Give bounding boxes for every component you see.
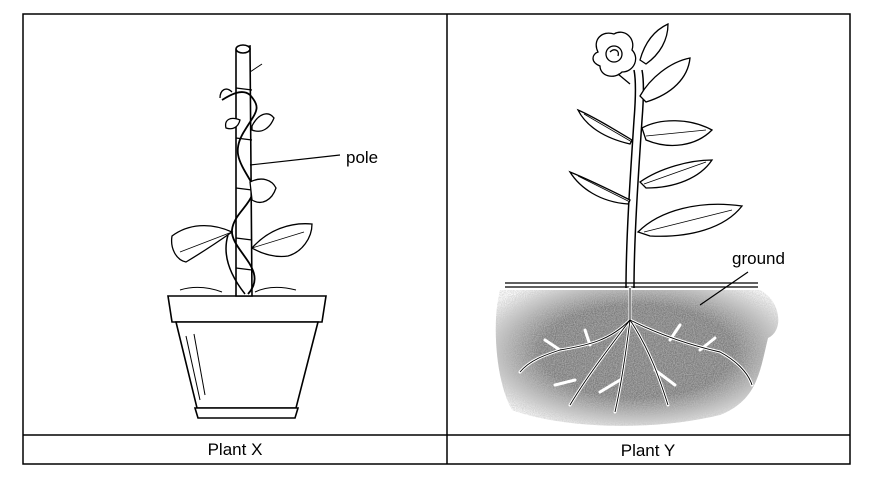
pole-label: pole xyxy=(346,148,378,167)
pole xyxy=(235,44,263,297)
ground-leader-line xyxy=(699,271,749,306)
plant-x-illustration: pole xyxy=(167,44,378,419)
flower xyxy=(592,31,637,85)
pole-leader-line xyxy=(249,154,341,166)
plant-y-stem xyxy=(625,69,645,289)
caption-plant-y: Plant Y xyxy=(621,441,676,460)
plant-y-illustration: ground xyxy=(495,22,785,426)
plant-y-leaves xyxy=(568,22,744,237)
caption-plant-x: Plant X xyxy=(208,440,263,459)
ground-label: ground xyxy=(732,249,785,268)
ground-line xyxy=(505,282,758,288)
vine-stem xyxy=(221,91,258,295)
soil xyxy=(495,290,779,426)
flower-pot xyxy=(167,286,327,419)
vine-leaves xyxy=(170,88,313,263)
table-frame xyxy=(22,13,851,465)
